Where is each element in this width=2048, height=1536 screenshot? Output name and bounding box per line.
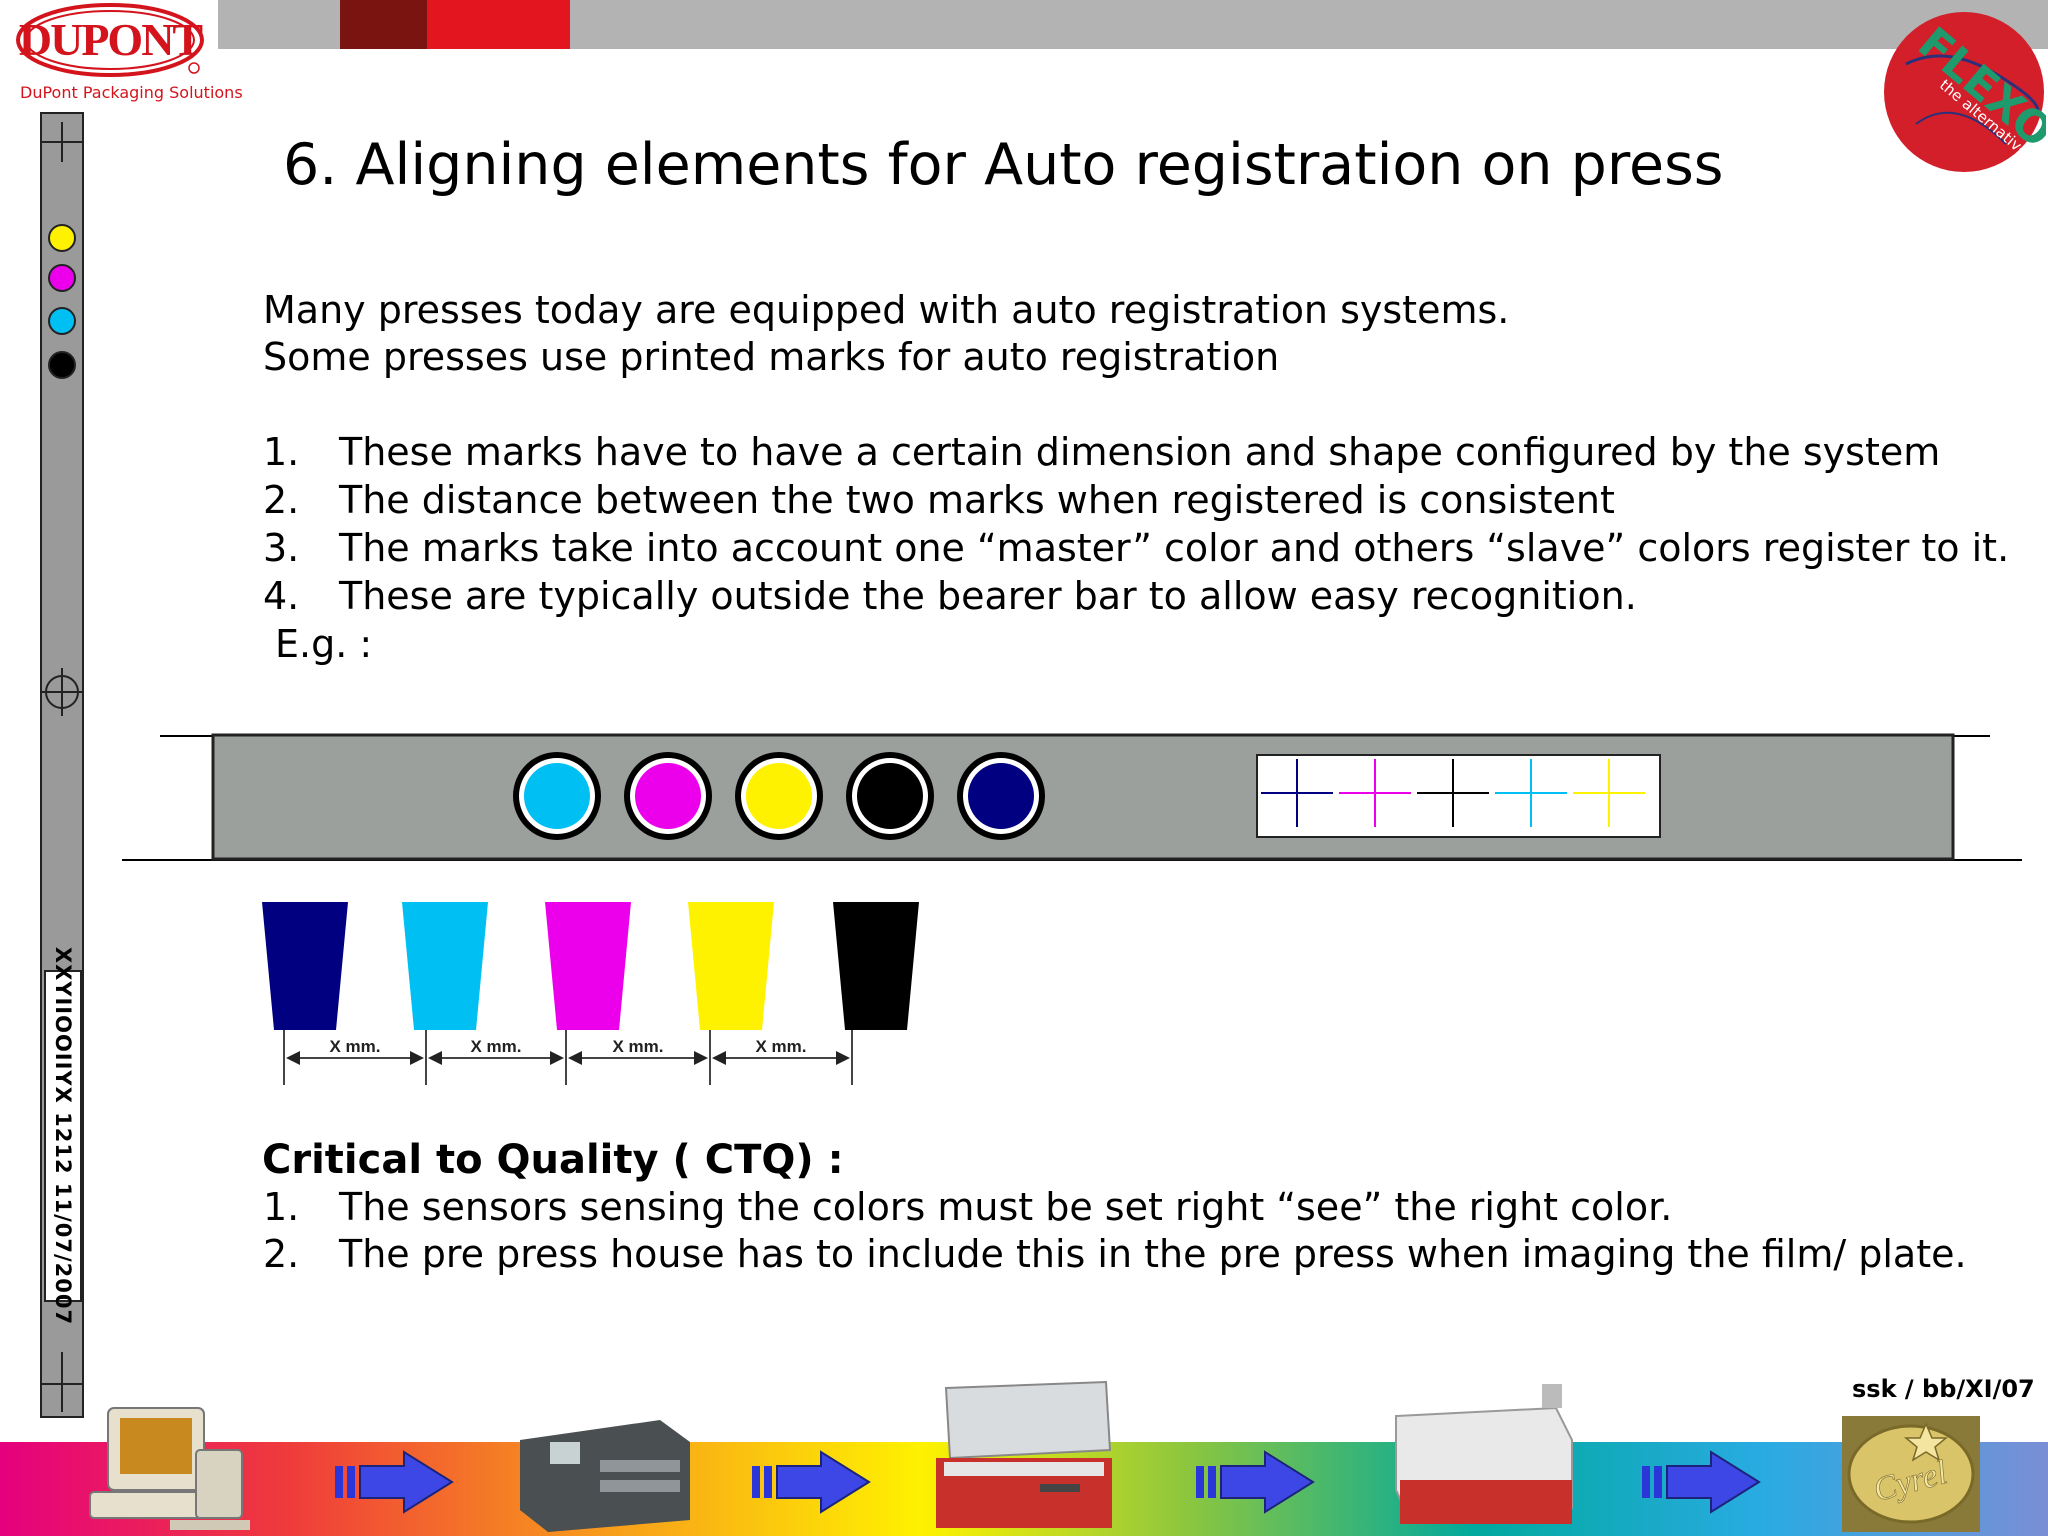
registration-diagram: X mm. X mm. X mm. X mm. xyxy=(122,733,2022,1085)
ink-wedge xyxy=(402,902,488,1030)
ink-wedge xyxy=(262,902,348,1030)
cyrel-medallion-icon: Cyrel xyxy=(1842,1416,1980,1532)
point-number: 2. xyxy=(263,478,300,522)
dimension-arrowhead xyxy=(428,1051,442,1065)
point-text: The distance between the two marks when … xyxy=(339,478,1615,522)
cross-mark-box xyxy=(1256,754,1661,838)
dimension-label: X mm. xyxy=(612,1037,663,1056)
point-number: 3. xyxy=(263,526,300,570)
dimension-label: X mm. xyxy=(470,1037,521,1056)
strip-label-box xyxy=(44,970,82,1302)
ctq-number: 2. xyxy=(263,1232,300,1276)
point-text: The marks take into account one “master”… xyxy=(339,526,2010,570)
arrow-right-icon xyxy=(1196,1450,1315,1514)
registration-mark-fill xyxy=(968,763,1034,829)
point-text: These are typically outside the bearer b… xyxy=(339,574,1637,618)
processor-icon xyxy=(1395,1384,1573,1524)
bearer-bar xyxy=(211,733,1955,861)
footer-code: ssk / bb/XI/07 xyxy=(1852,1375,2035,1403)
strip-dot-cyan xyxy=(48,307,76,335)
registration-mark-fill xyxy=(857,763,923,829)
strip-dot-magenta xyxy=(48,264,76,292)
intro-line-1: Many presses today are equipped with aut… xyxy=(263,288,1510,332)
logo-subtitle: DuPont Packaging Solutions xyxy=(20,83,243,102)
strip-dot-black xyxy=(48,351,76,379)
strip-dot-yellow xyxy=(48,224,76,252)
dimension-label: X mm. xyxy=(755,1037,806,1056)
exposure-unit-icon xyxy=(936,1380,1112,1528)
ctq-heading: Critical to Quality ( CTQ) : xyxy=(262,1137,844,1183)
registration-mark-fill xyxy=(746,763,812,829)
point-number: 4. xyxy=(263,574,300,618)
strip-marks xyxy=(40,122,84,1412)
ink-wedge xyxy=(833,902,919,1030)
ctq-number: 1. xyxy=(263,1185,300,1229)
workflow-strip: Cyrel xyxy=(89,1380,1980,1532)
top-banner-dark-block xyxy=(340,0,427,49)
dimension-arrowhead xyxy=(568,1051,582,1065)
computer-icon xyxy=(89,1407,250,1530)
registration-mark-fill xyxy=(635,763,701,829)
imaging-machine-icon xyxy=(520,1420,690,1532)
dimension-arrowhead xyxy=(712,1051,726,1065)
point-number: 1. xyxy=(263,430,300,474)
ctq-text: The pre press house has to include this … xyxy=(339,1232,1967,1276)
dimension-arrowhead xyxy=(410,1051,424,1065)
dimension-arrowhead xyxy=(286,1051,300,1065)
dimension-arrowhead xyxy=(836,1051,850,1065)
dimension-label: X mm. xyxy=(329,1037,380,1056)
arrow-right-icon xyxy=(752,1450,871,1514)
ctq-text: The sensors sensing the colors must be s… xyxy=(339,1185,1673,1229)
arrow-right-icon xyxy=(335,1450,454,1514)
flexo-seal-icon: FLEXO the alternative xyxy=(1884,12,2046,172)
point-text: These marks have to have a certain dimen… xyxy=(339,430,1941,474)
ink-wedge xyxy=(688,902,774,1030)
intro-line-2: Some presses use printed marks for auto … xyxy=(263,335,1280,379)
dimension-arrowhead xyxy=(550,1051,564,1065)
ink-wedge xyxy=(545,902,631,1030)
cyrel-wordmark: Cyrel xyxy=(1870,1454,1951,1509)
top-banner-red-block xyxy=(427,0,570,49)
slide-title: 6. Aligning elements for Auto registrati… xyxy=(283,132,1724,198)
dimension-arrowhead xyxy=(694,1051,708,1065)
arrow-right-icon xyxy=(1642,1450,1761,1514)
registration-mark-fill xyxy=(524,763,590,829)
dupont-logo: DUPONT xyxy=(16,3,204,77)
logo-wordmark: DUPONT xyxy=(19,14,203,65)
example-label: E.g. : xyxy=(275,622,373,666)
